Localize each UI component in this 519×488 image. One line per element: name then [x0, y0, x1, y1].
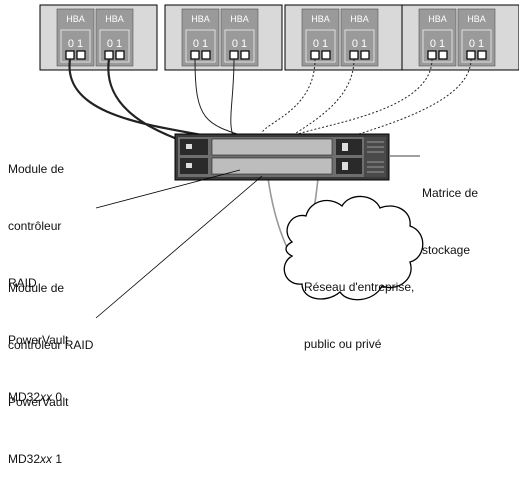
server-1: HBA 0 1 HBA 0 1	[39, 4, 158, 71]
hba-label: HBA	[467, 14, 486, 24]
hba-label: HBA	[66, 14, 85, 24]
storage-array	[174, 133, 390, 181]
hba-label: HBA	[428, 14, 447, 24]
host-servers: HBA 0 1 HBA 0 1 HBA 0 1 HBA 0 1 HBA 0 1 HBA 0 1 HBA 0…	[39, 4, 519, 71]
hba-port-1	[438, 50, 448, 60]
hba-port-frame	[224, 29, 255, 63]
hba-card: HBA 0 1	[95, 8, 134, 67]
hba-port-frame	[99, 29, 130, 63]
hba-port-0	[427, 50, 437, 60]
module0-line1: Module de	[8, 162, 65, 176]
storage-line1: Matrice de	[422, 186, 479, 200]
server-4: HBA 0 1 HBA 0 1	[401, 4, 519, 71]
hba-label: HBA	[350, 14, 369, 24]
hba-port-frame	[60, 29, 91, 63]
hba-port-frame	[422, 29, 453, 63]
hba-port-0	[310, 50, 320, 60]
module1-line3: PowerVault	[8, 395, 69, 409]
module0-line2: contrôleur	[8, 219, 62, 233]
module1-line1: Module de	[8, 281, 65, 295]
hba-label: HBA	[105, 14, 124, 24]
hba-card-body	[56, 8, 95, 67]
hba-port-frame	[305, 29, 336, 63]
hba-port-1	[321, 50, 331, 60]
leader-lines	[95, 155, 420, 319]
server-3: HBA 0 1 HBA 0 1	[284, 4, 403, 71]
network-label: Réseau d'entreprise, public ou privé	[304, 240, 414, 373]
module0-line3: RAID	[8, 276, 37, 290]
hba-card: HBA 0 1	[56, 8, 95, 67]
module1-label: Module de contrôleur RAID PowerVault MD3…	[8, 241, 93, 488]
hba-port-numbers: 0 1	[68, 38, 83, 50]
hba-port-0	[466, 50, 476, 60]
hba-port-0	[190, 50, 200, 60]
hba-port-frame	[185, 29, 216, 63]
fibre-cable	[261, 58, 316, 147]
hba-label: HBA	[311, 14, 330, 24]
hba-port-0	[229, 50, 239, 60]
network-line1: Réseau d'entreprise,	[304, 280, 415, 294]
hba-port-0	[349, 50, 359, 60]
hba-port-frame	[461, 29, 492, 63]
hba-port-0	[104, 50, 114, 60]
storage-array-label: Matrice de stockage	[422, 146, 478, 279]
module1-line2: contrôleur RAID	[8, 338, 94, 352]
hba-card-body	[301, 8, 340, 67]
hba-card-body	[340, 8, 379, 67]
hba-card: HBA 0 1	[220, 8, 259, 67]
hba-port-0	[65, 50, 75, 60]
hba-port-numbers: 0 1	[232, 38, 247, 50]
hba-label: HBA	[191, 14, 210, 24]
hba-card-body	[220, 8, 259, 67]
server-2: HBA 0 1 HBA 0 1	[164, 4, 283, 71]
hba-port-numbers: 0 1	[107, 38, 122, 50]
hba-port-1	[201, 50, 211, 60]
storage-line2: stockage	[422, 243, 471, 257]
hba-card: HBA 0 1	[301, 8, 340, 67]
hba-port-frame	[344, 29, 375, 63]
hba-port-numbers: 0 1	[430, 38, 445, 50]
hba-card: HBA 0 1	[418, 8, 457, 67]
network-line2: public ou privé	[304, 337, 382, 351]
hba-port-1	[115, 50, 125, 60]
hba-port-1	[477, 50, 487, 60]
hba-card: HBA 0 1	[457, 8, 496, 67]
hba-port-1	[76, 50, 86, 60]
module1-model: MD32xx 1	[8, 452, 63, 466]
hba-card: HBA 0 1	[340, 8, 379, 67]
hba-card-body	[457, 8, 496, 67]
network-cloud	[283, 195, 424, 301]
hba-card: HBA 0 1	[181, 8, 220, 67]
storage-diagram: HBA 0 1 HBA 0 1 HBA 0 1 HBA 0 1 HBA 0 1 HBA 0 1 HBA 0…	[39, 4, 519, 319]
hba-card-body	[181, 8, 220, 67]
hba-port-numbers: 0 1	[313, 38, 328, 50]
hba-port-numbers: 0 1	[469, 38, 484, 50]
hba-port-1	[360, 50, 370, 60]
hba-label: HBA	[230, 14, 249, 24]
hba-card-body	[418, 8, 457, 67]
hba-port-1	[240, 50, 250, 60]
hba-port-numbers: 0 1	[193, 38, 208, 50]
hba-card-body	[95, 8, 134, 67]
hba-port-numbers: 0 1	[352, 38, 367, 50]
